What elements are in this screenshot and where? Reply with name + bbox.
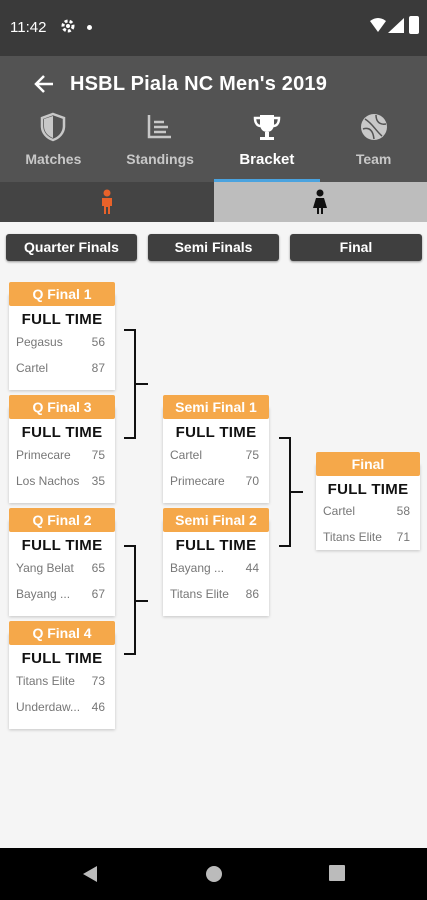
tab-standings[interactable]: Standings (107, 108, 214, 182)
match-status: FULL TIME (21, 537, 103, 554)
team2-score: 67 (91, 587, 105, 601)
team2-name: Primecare (170, 474, 225, 488)
wifi-icon (370, 18, 386, 37)
team2-name: Titans Elite (170, 587, 229, 601)
male-tab[interactable] (0, 182, 214, 222)
signal-icon (388, 18, 404, 38)
tab-bracket-label: Bracket (239, 151, 295, 168)
match-status: FULL TIME (327, 481, 409, 498)
nav-back-icon[interactable] (82, 865, 98, 888)
tab-matches[interactable]: Matches (0, 108, 107, 182)
team1-score: 75 (245, 448, 259, 462)
team2-score: 46 (91, 700, 105, 714)
system-nav-bar (0, 848, 427, 900)
match-card-qf3[interactable]: Q Final 3 FULL TIME Primecare 75 Los Nac… (9, 395, 115, 503)
match-status: FULL TIME (175, 424, 257, 441)
team2-score: 70 (245, 474, 259, 488)
semi-finals-button[interactable]: Semi Finals (148, 234, 279, 261)
gear-icon (60, 18, 76, 39)
battery-icon (409, 16, 419, 34)
nav-home-icon[interactable] (205, 865, 223, 888)
tab-bar: Matches Standings Bracket Team (0, 108, 427, 182)
match-label: Semi Final 1 (163, 395, 269, 419)
match-card-qf2[interactable]: Q Final 2 FULL TIME Yang Belat 65 Bayang… (9, 508, 115, 616)
team1-score: 58 (396, 504, 410, 518)
chart-icon (146, 112, 174, 145)
ball-icon (359, 112, 389, 147)
match-label: Final (316, 452, 420, 476)
status-time: 11:42 (10, 19, 47, 36)
team1-name: Yang Belat (16, 561, 74, 575)
quarter-finals-button[interactable]: Quarter Finals (6, 234, 137, 261)
match-label: Q Final 2 (9, 508, 115, 532)
tab-standings-label: Standings (126, 151, 194, 167)
match-label: Q Final 1 (9, 282, 115, 306)
female-tab[interactable] (213, 182, 427, 222)
team1-score: 73 (91, 674, 105, 688)
team1-score: 56 (91, 335, 105, 349)
match-card-qf4[interactable]: Q Final 4 FULL TIME Titans Elite 73 Unde… (9, 621, 115, 729)
team1-name: Titans Elite (16, 674, 75, 688)
team1-name: Cartel (323, 504, 356, 518)
final-button[interactable]: Final (290, 234, 422, 261)
team2-name: Los Nachos (16, 474, 80, 488)
tab-bracket[interactable]: Bracket (213, 108, 321, 182)
team2-score: 87 (91, 361, 105, 375)
page-title: HSBL Piala NC Men's 2019 (70, 73, 328, 95)
match-card-qf1[interactable]: Q Final 1 FULL TIME Pegasus 56 Cartel 87 (9, 282, 115, 390)
team1-score: 65 (91, 561, 105, 575)
match-label: Q Final 3 (9, 395, 115, 419)
tab-active-indicator (213, 179, 321, 182)
team2-score: 86 (245, 587, 259, 601)
team2-name: Cartel (16, 361, 49, 375)
nav-recents-icon[interactable] (329, 865, 345, 886)
match-status: FULL TIME (21, 650, 103, 667)
tab-matches-label: Matches (25, 151, 82, 167)
team1-name: Bayang ... (170, 561, 225, 575)
team2-score: 35 (91, 474, 105, 488)
team2-score: 71 (396, 530, 410, 544)
male-icon (101, 189, 112, 214)
match-status: FULL TIME (21, 424, 103, 441)
team1-name: Cartel (170, 448, 203, 462)
notification-dot (87, 25, 92, 30)
match-status: FULL TIME (175, 537, 257, 554)
status-bar: 11:42 (0, 0, 427, 56)
team1-score: 44 (245, 561, 259, 575)
match-card-final[interactable]: Final FULL TIME Cartel 58 Titans Elite 7… (316, 452, 420, 550)
back-arrow-icon[interactable] (33, 73, 55, 100)
match-card-sf2[interactable]: Semi Final 2 FULL TIME Bayang ... 44 Tit… (163, 508, 269, 616)
shield-icon (39, 112, 67, 147)
match-card-sf1[interactable]: Semi Final 1 FULL TIME Cartel 75 Primeca… (163, 395, 269, 503)
team2-name: Bayang ... (16, 587, 71, 601)
team1-score: 75 (91, 448, 105, 462)
female-icon (313, 189, 328, 214)
match-label: Semi Final 2 (163, 508, 269, 532)
match-status: FULL TIME (21, 311, 103, 328)
tab-team[interactable]: Team (320, 108, 427, 182)
team2-name: Underdaw... (16, 700, 81, 714)
team2-name: Titans Elite (323, 530, 382, 544)
team1-name: Pegasus (16, 335, 63, 349)
tab-team-label: Team (355, 151, 392, 167)
gender-toggle (0, 182, 427, 222)
team1-name: Primecare (16, 448, 71, 462)
trophy-icon (251, 112, 283, 147)
match-label: Q Final 4 (9, 621, 115, 645)
app-bar: HSBL Piala NC Men's 2019 Matches Standin… (0, 56, 427, 182)
